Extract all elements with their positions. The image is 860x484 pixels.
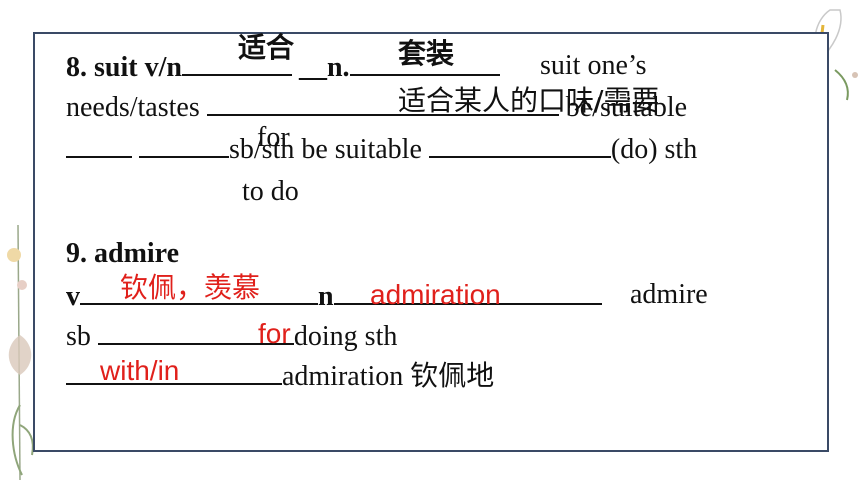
answer-with: with/in: [100, 355, 180, 386]
item9-line3: sb doing sth: [66, 321, 397, 351]
answer-noun: 套装: [398, 37, 455, 70]
blank: [428, 134, 611, 158]
item8-line3: sb/sth be suitable (do) sth: [66, 134, 697, 164]
answer-n: admiration: [370, 279, 501, 310]
n-label: n: [318, 281, 334, 312]
blank: [349, 52, 500, 76]
answer-for-9: for: [258, 318, 291, 349]
item8-line2: needs/tastes be/suitable: [66, 92, 687, 122]
blank: [97, 321, 294, 345]
item8-line1: 8. suit v/n __n.: [66, 52, 500, 82]
blank: [80, 281, 318, 305]
suitable-phrase: sb/sth be suitable: [229, 134, 422, 165]
blank: [206, 92, 559, 116]
blank: [139, 134, 229, 158]
item9-heading: 9. admire: [66, 238, 180, 269]
answer-v: 钦佩，羡慕: [120, 271, 261, 304]
answer-verb: 适合: [238, 31, 295, 64]
doing-sth-label: doing sth: [293, 321, 398, 352]
blank: [66, 361, 282, 385]
content-frame: [33, 32, 829, 452]
blank: [333, 281, 602, 305]
blank: [181, 52, 292, 76]
item9-line4: admiration 钦佩地: [66, 361, 494, 391]
blank: [66, 134, 132, 158]
tastes-label: needs/tastes: [66, 92, 200, 123]
admiration-phrase: admiration 钦佩地: [282, 361, 495, 392]
v-label: v: [66, 281, 80, 312]
item8-heading: 8. suit v/n: [66, 52, 182, 83]
answer-for-8: for: [257, 122, 290, 153]
wildflower-illustration-icon: [7, 225, 34, 480]
to-do-label: to do: [242, 176, 299, 207]
item8-noun-label: __n.: [291, 52, 350, 83]
item8-suit-phrase: suit one’s: [540, 50, 647, 81]
answer-tastes: 适合某人的口味/需要: [398, 84, 660, 117]
sb-label: sb: [66, 321, 91, 352]
be-suitable-label: be/suitable: [558, 92, 688, 123]
admire-text: admire: [630, 279, 708, 310]
do-sth-label: (do) sth: [610, 134, 698, 165]
